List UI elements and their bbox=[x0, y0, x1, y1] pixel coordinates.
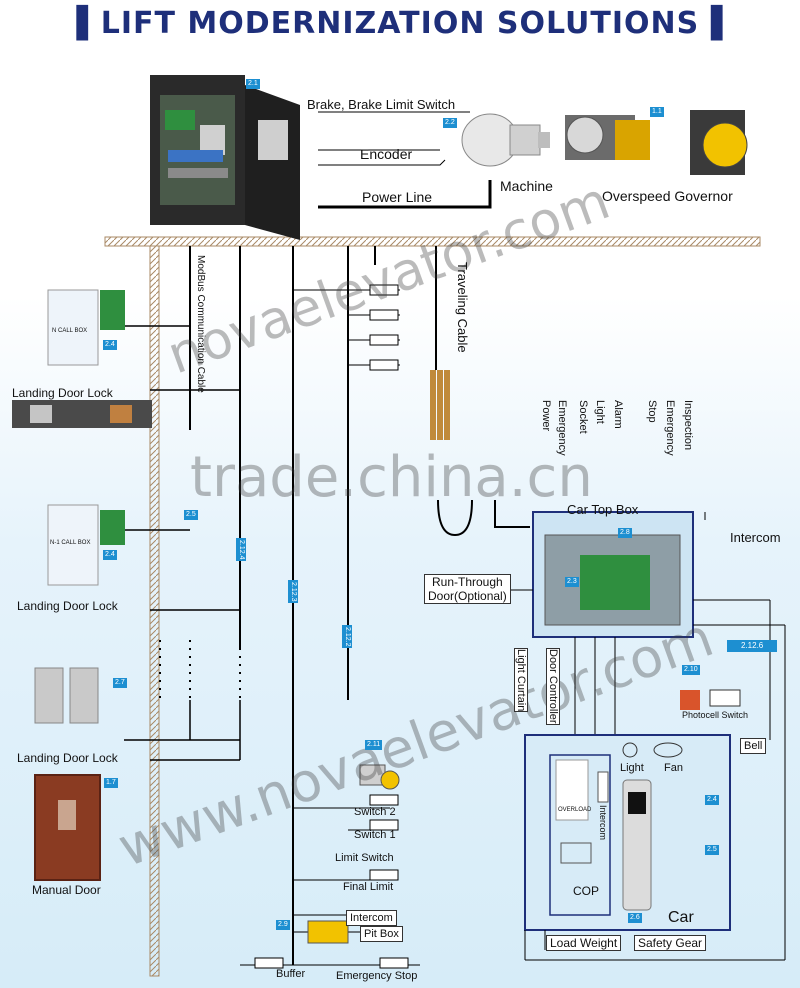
tag-2-10: 2.10 bbox=[682, 665, 700, 675]
brake-label: Brake, Brake Limit Switch bbox=[307, 97, 456, 112]
cop-intercom-label: Intercom bbox=[598, 805, 608, 841]
run-through-label: Run-Through Door(Optional) bbox=[424, 574, 511, 604]
landing-door-lock-label-2: Landing Door Lock bbox=[17, 599, 118, 613]
machine-room-floor bbox=[104, 236, 761, 247]
safety-gear-label: Safety Gear bbox=[634, 935, 707, 951]
tag-2-9: 2.9 bbox=[276, 920, 290, 930]
tag-2-8: 2.8 bbox=[618, 528, 632, 538]
alarm-vlabel: Alarm bbox=[612, 400, 624, 429]
machine-label: Machine bbox=[500, 178, 553, 194]
tag-1-1: 1.1 bbox=[650, 107, 664, 117]
intercom-top-label: Intercom bbox=[730, 530, 781, 545]
traveling-cable-label: Traveling Cable bbox=[455, 262, 470, 353]
tag-2-5-b: 2.5 bbox=[705, 845, 719, 855]
manual-door-label: Manual Door bbox=[32, 883, 101, 897]
light-vlabel: Light bbox=[594, 400, 606, 424]
bell-label: Bell bbox=[740, 738, 767, 754]
light-label: Light bbox=[620, 762, 644, 774]
tag-2-1: 2.1 bbox=[246, 79, 260, 89]
watermark-trade-china: trade.china.cn bbox=[190, 445, 593, 510]
car-top-box-label: Car Top Box bbox=[567, 502, 639, 517]
tag-2-6: 2.6 bbox=[628, 913, 642, 923]
switch1-label: Switch 1 bbox=[354, 829, 396, 841]
inspection-vlabel: Inspection bbox=[682, 400, 694, 451]
hoistway-wall bbox=[149, 245, 160, 977]
limit-switch-label: Limit Switch bbox=[335, 852, 394, 864]
tag-2-12-6: 2.12.6 bbox=[727, 640, 778, 652]
n-call-box-image bbox=[47, 289, 99, 366]
switch2-label: Switch 2 bbox=[354, 806, 396, 818]
overload-label: OVERLOAD bbox=[558, 807, 592, 813]
door-controller-label: Door Controller bbox=[546, 648, 560, 725]
power-line-label: Power Line bbox=[362, 189, 433, 205]
pit-intercom-label: Intercom bbox=[346, 910, 397, 926]
tag-2-4-a: 2.4 bbox=[103, 340, 117, 350]
emergency-stop-label: Emergency Stop bbox=[336, 970, 418, 982]
tag-2-12-4: 2.12.4 bbox=[236, 538, 246, 562]
stop-vlabel: Stop bbox=[646, 400, 658, 423]
tag-1-7: 1.7 bbox=[104, 778, 118, 788]
tag-2-2: 2.2 bbox=[443, 118, 457, 128]
emergency-vlabel: Emergency bbox=[556, 400, 568, 456]
tag-2-11: 2.11 bbox=[365, 740, 383, 750]
cop-label: COP bbox=[573, 884, 600, 898]
landing-door-lock-label-3: Landing Door Lock bbox=[17, 751, 118, 765]
overspeed-governor-images bbox=[565, 110, 748, 175]
n1-call-box-image bbox=[47, 504, 99, 586]
traction-motor bbox=[461, 113, 550, 167]
control-cabinet bbox=[150, 75, 300, 240]
car-label: Car bbox=[668, 909, 694, 926]
page-title: ▌LIFT MODERNIZATION SOLUTIONS▐ bbox=[76, 6, 724, 41]
n-call-box-label: N CALL BOX bbox=[52, 328, 88, 334]
traveling-cable bbox=[430, 246, 530, 537]
encoder-label: Encoder bbox=[360, 146, 413, 162]
emergency2-vlabel: Emergency bbox=[664, 400, 676, 456]
run-through-line-2: Door(Optional) bbox=[428, 589, 507, 603]
tag-2-4-b: 2.4 bbox=[103, 550, 117, 560]
photocell-label: Photocell Switch bbox=[682, 710, 749, 720]
light-curtain-label: Light Curtain bbox=[514, 648, 528, 713]
tag-2-12-3: 2.12.3 bbox=[288, 580, 298, 604]
run-through-line-1: Run-Through bbox=[431, 575, 503, 589]
tag-2-12-2: 2.12.2 bbox=[342, 625, 352, 649]
pit-box-label: Pit Box bbox=[360, 926, 403, 942]
power-vlabel: Power bbox=[540, 400, 552, 432]
buffer-label: Buffer bbox=[276, 968, 306, 980]
fan-label: Fan bbox=[664, 762, 683, 774]
n1-call-box-label: N-1 CALL BOX bbox=[50, 540, 91, 546]
tag-2-5: 2.5 bbox=[184, 510, 198, 520]
landing-door-lock-label-1: Landing Door Lock bbox=[12, 386, 113, 400]
tag-2-4-c: 2.4 bbox=[705, 795, 719, 805]
tag-2-3: 2.3 bbox=[565, 577, 579, 587]
load-weight-label: Load Weight bbox=[546, 935, 622, 951]
socket-vlabel: Socket bbox=[577, 400, 589, 434]
final-limit-label: Final Limit bbox=[343, 881, 394, 893]
modbus-cable-label: ModBus Communication Cable bbox=[195, 255, 206, 393]
overspeed-label: Overspeed Governor bbox=[602, 188, 733, 204]
tag-2-7: 2.7 bbox=[113, 678, 127, 688]
